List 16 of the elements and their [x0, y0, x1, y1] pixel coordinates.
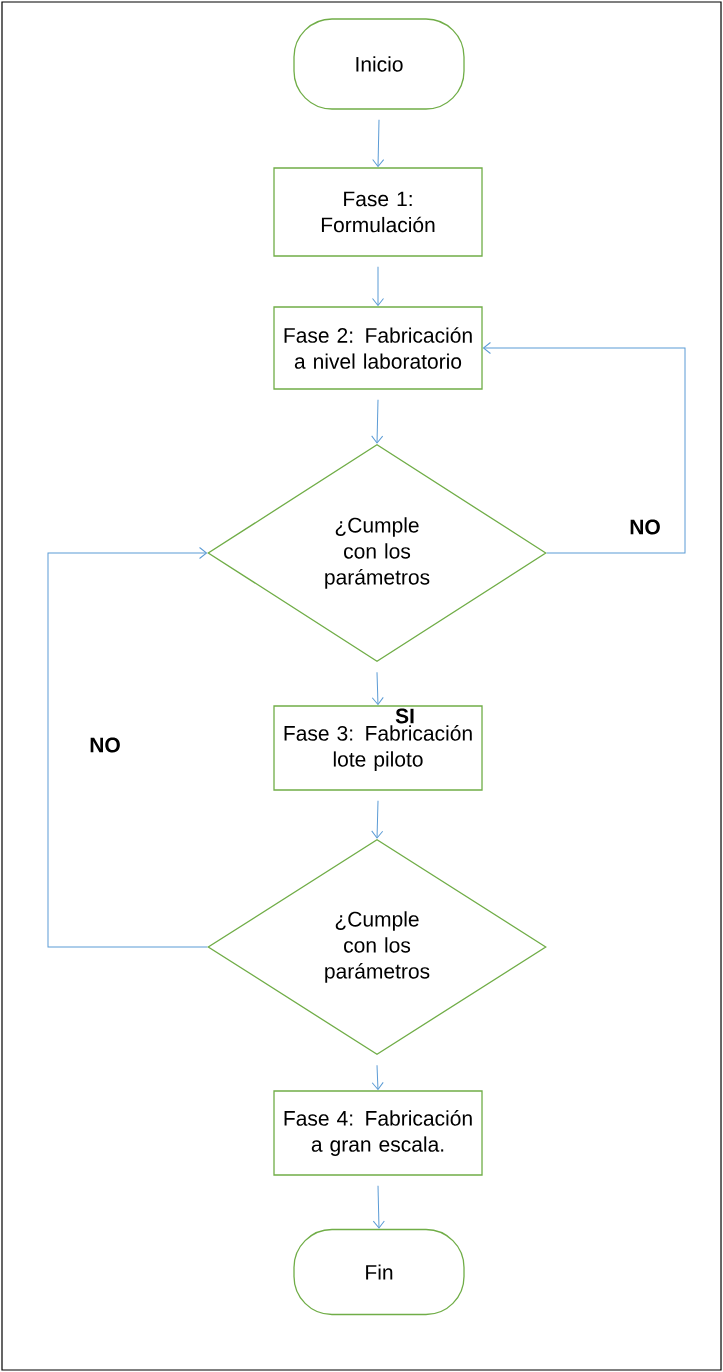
arrow	[372, 1185, 385, 1229]
arrow	[371, 671, 384, 706]
arrow	[371, 1064, 384, 1091]
terminal-box: Inicio	[293, 18, 465, 110]
process-box: Fase 4: Fabricación a gran escala.	[273, 1090, 483, 1176]
edge-label: NO	[88, 736, 122, 754]
arrow	[482, 342, 686, 554]
arrow	[47, 547, 208, 948]
process-box: Fase 1: Formulación	[273, 167, 483, 257]
arrow	[371, 399, 384, 444]
arrow	[371, 800, 384, 839]
arrow	[372, 119, 385, 168]
arrow	[372, 266, 384, 307]
edge-label: NO	[628, 518, 662, 536]
process-box: Fase 2: Fabricación a nivel laboratorio	[273, 306, 483, 390]
terminal-box: Fin	[293, 1228, 465, 1316]
